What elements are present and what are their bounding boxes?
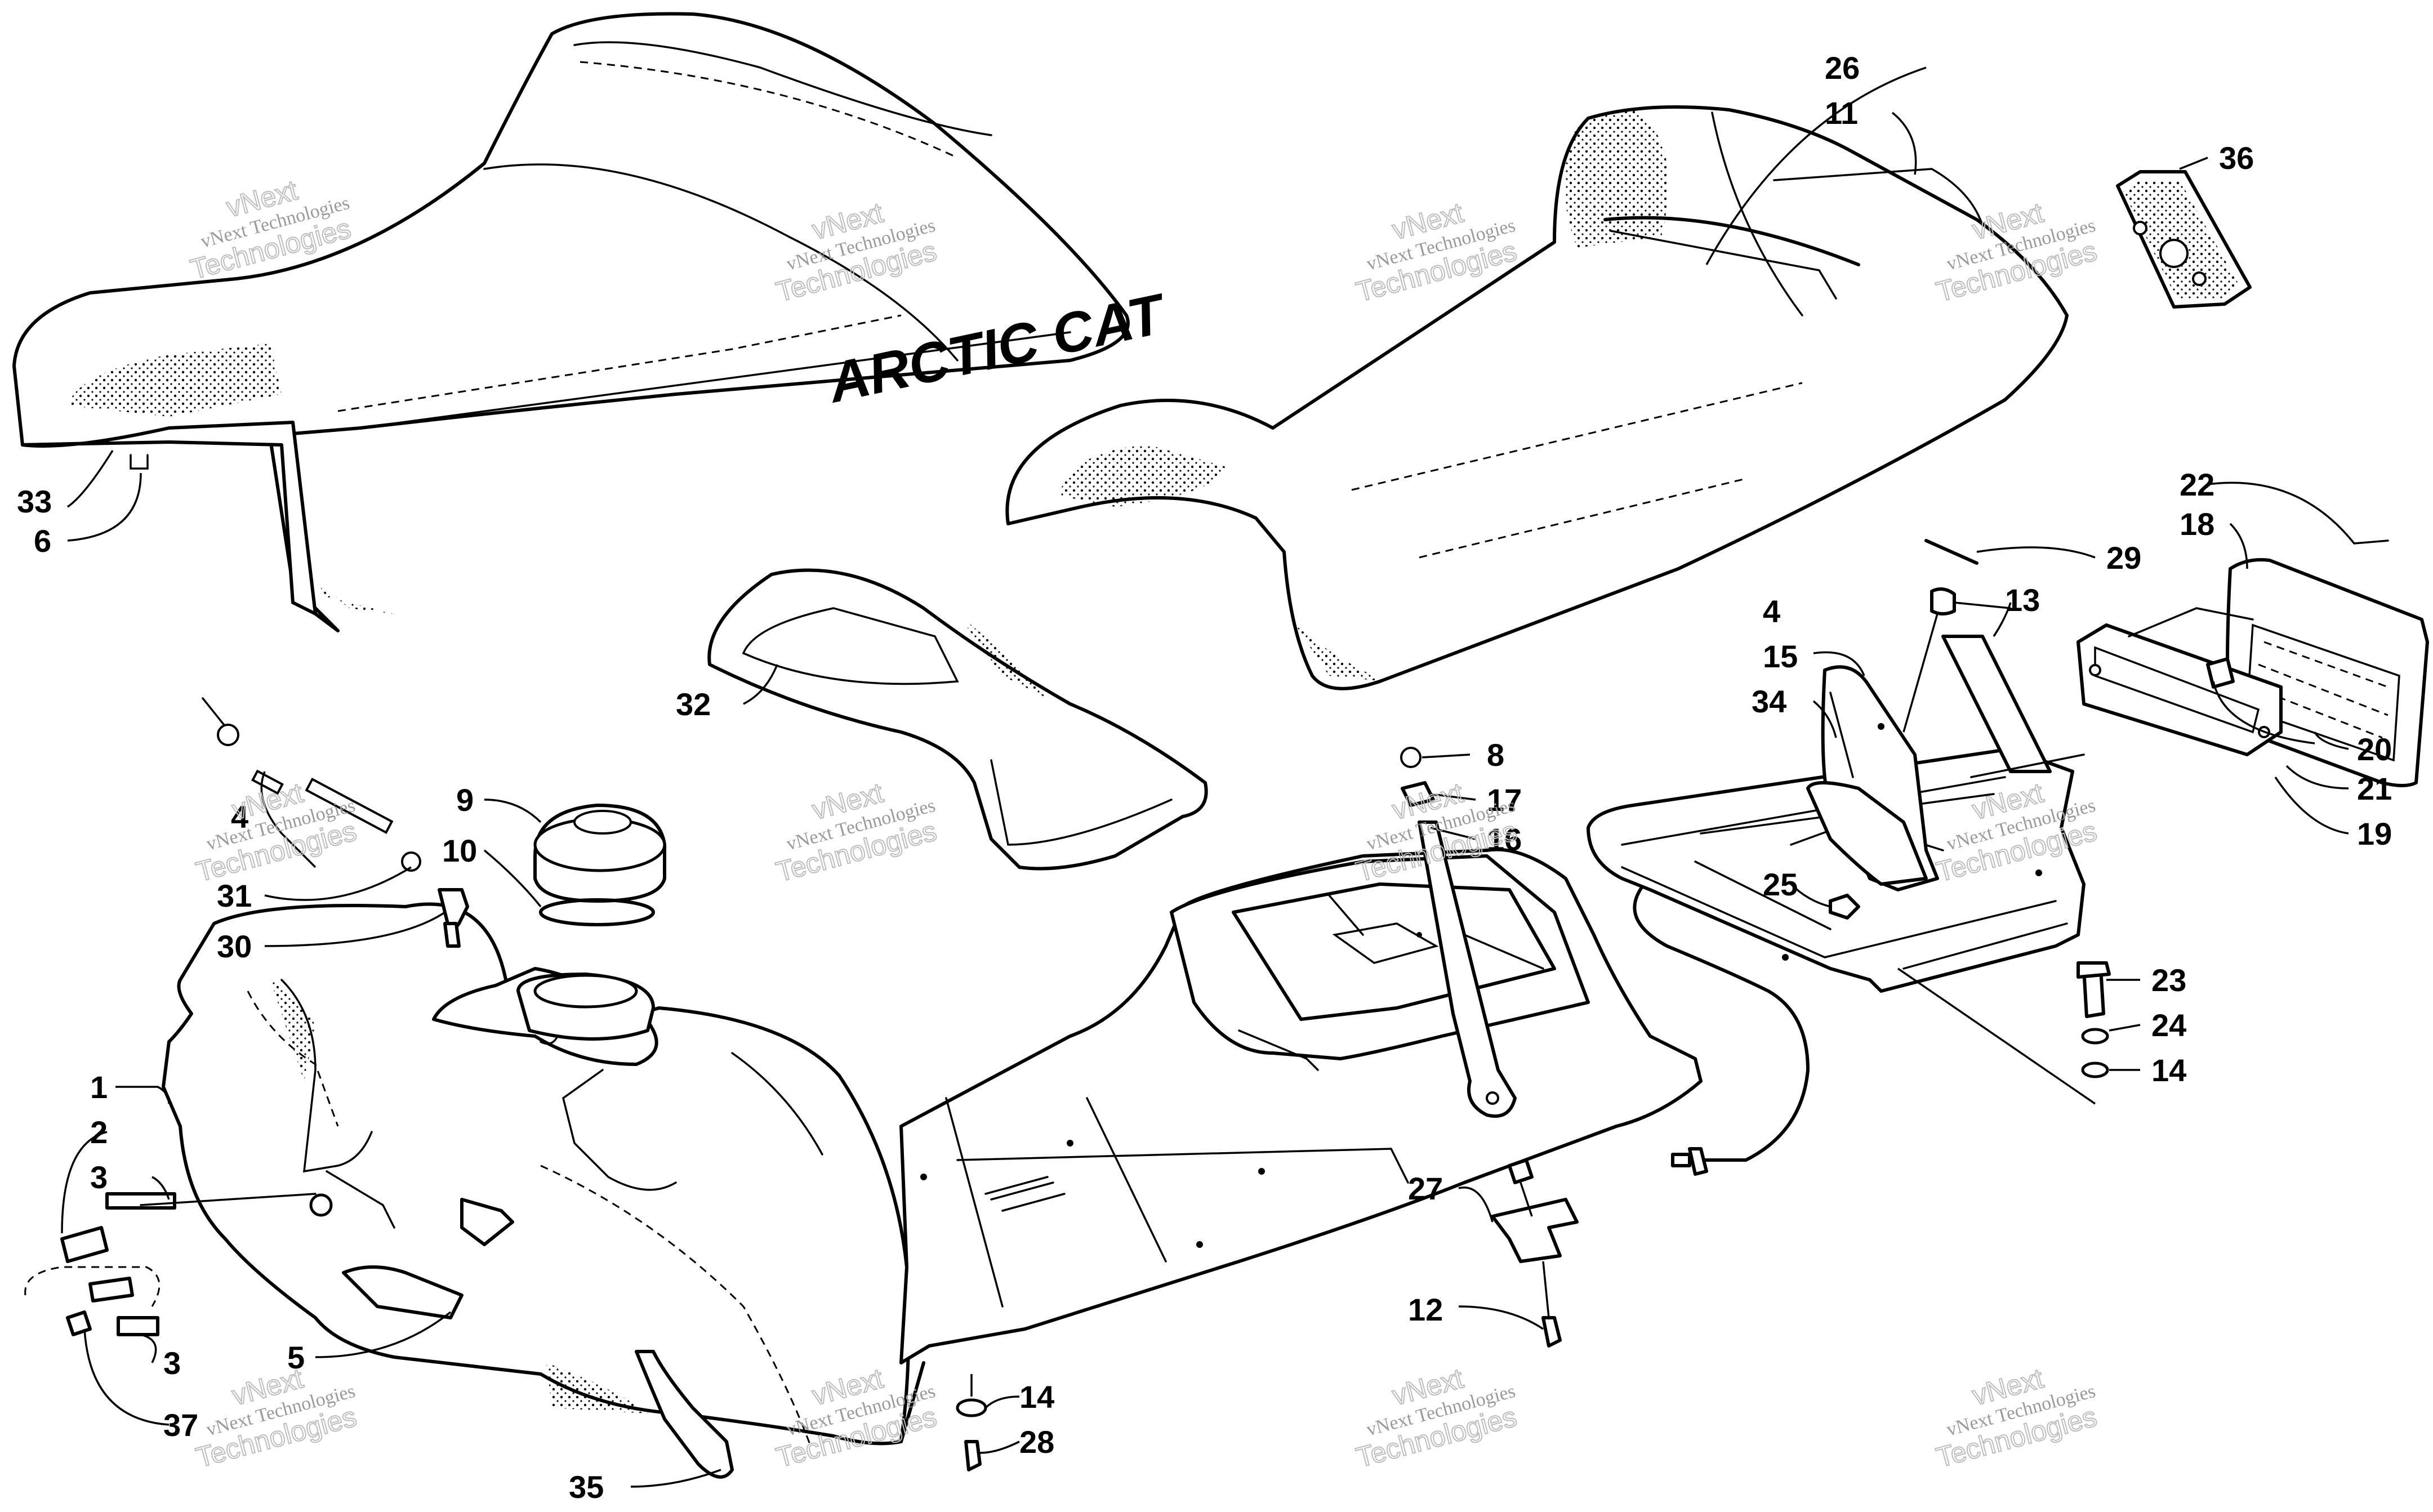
callout-33: 33 [17,484,52,519]
callout-36: 36 [2219,140,2254,176]
gasket-ring-10 [539,898,655,926]
seat-clip-6 [130,454,149,470]
callout-23: 23 [2151,962,2186,998]
callout-26: 26 [1825,50,1860,86]
plate-27 [1491,1158,1579,1348]
callout-3: 3 [90,1159,108,1195]
callout-29: 29 [2106,540,2141,576]
taillight-lens-18 [2226,558,2429,787]
nut-25 [1829,894,1860,920]
callout-20: 20 [2357,732,2392,767]
callout-14: 14 [1019,1379,1054,1415]
pin-29 [1924,539,1979,565]
callout-17: 17 [1487,782,1522,818]
seat-cover-front: ARCTIC CAT [12,12,1173,632]
taillight-housing-19 [1970,607,2283,778]
callout-12: 12 [1408,1292,1443,1327]
bulb-lead [2212,681,2315,744]
callout-2: 2 [90,1114,108,1150]
callout-32: 32 [676,686,711,722]
callout-10: 10 [442,833,477,868]
callout-24: 24 [2151,1007,2186,1043]
callout-19: 19 [2357,816,2392,851]
callout-11: 11 [1825,95,1858,131]
callout-18: 18 [2180,506,2214,542]
strap-35 [635,1350,734,1479]
callout-22: 22 [2180,467,2214,502]
strap-16 [1400,747,1517,1118]
fuel-cap-9 [533,804,666,903]
callout-27: 27 [1408,1171,1443,1206]
callout-30: 30 [217,929,252,964]
bulb-21 [2206,657,2235,689]
callout-5: 5 [287,1340,305,1375]
callout-8: 8 [1487,737,1504,773]
grommet-4-rear [1902,587,1956,733]
screw-22 [2353,539,2389,545]
wire-harness [1633,866,1810,1176]
callout-34: 34 [1752,684,1786,719]
callout-15: 15 [1763,639,1798,674]
pad-36 [2116,170,2252,309]
callout-3b: 3 [163,1345,181,1381]
rear-hardware [1897,961,2111,1105]
callout-13: 13 [2005,582,2040,618]
leader-lines [61,66,2355,1488]
callout-labels: 1 2 3 3 4 4 5 6 8 9 10 11 12 13 14 14 15… [17,50,2392,1505]
callout-37: 37 [163,1407,198,1443]
callout-16: 16 [1487,822,1522,857]
washer-14-bolt-28 [956,1374,987,1471]
tray-base [899,848,1703,1364]
callout-9: 9 [456,782,474,818]
fuel-tank-1 [162,902,925,1448]
callout-35: 35 [569,1469,604,1505]
callout-4b: 4 [1763,594,1780,629]
callout-14b: 14 [2151,1052,2186,1088]
callout-1: 1 [90,1069,108,1105]
mount-bracket-15 [1806,665,1939,891]
callout-28: 28 [1019,1424,1054,1460]
callout-6: 6 [34,523,51,559]
reflector-strip-13 [1941,635,2052,773]
callout-31: 31 [217,878,252,913]
callout-21: 21 [2357,771,2392,806]
callout-4: 4 [231,799,248,835]
fuel-fittings [24,697,469,1336]
fuel-neck [516,973,655,1041]
callout-25: 25 [1763,867,1798,902]
seat-cover-rear [1005,105,2069,690]
knee-pad-32 [707,568,1208,871]
